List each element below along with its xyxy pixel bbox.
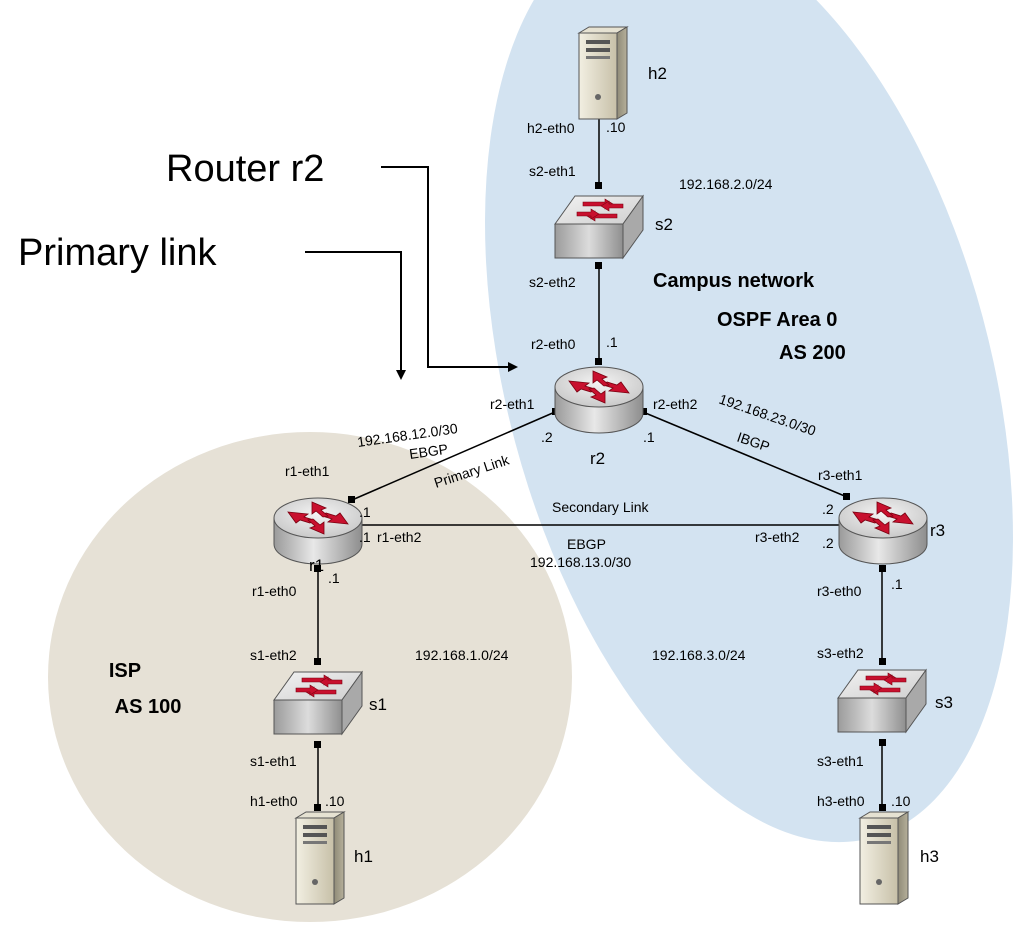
- s3-name: s3: [935, 693, 953, 712]
- addr-h3: .10: [891, 793, 911, 809]
- router-icon: [838, 497, 928, 565]
- subnet-h3: 192.168.3.0/24: [652, 647, 746, 663]
- if-r3-eth2: r3-eth2: [755, 529, 800, 545]
- campus-network-zone: [485, 0, 1013, 843]
- host-h3[interactable]: [859, 811, 909, 905]
- addr-r3-eth0: .1: [891, 576, 903, 592]
- addr-r2-eth0: .1: [606, 334, 618, 350]
- addr-r3-eth1: .2: [822, 501, 834, 517]
- host-h2[interactable]: [578, 26, 628, 120]
- server-icon: [578, 26, 628, 120]
- r1-name: r1: [309, 556, 324, 575]
- h2-name: h2: [648, 64, 667, 83]
- router-r2[interactable]: [554, 366, 644, 434]
- host-h1[interactable]: [295, 811, 345, 905]
- addr-r1-eth1: .1: [359, 504, 371, 520]
- if-r3-eth1: r3-eth1: [818, 467, 863, 483]
- h3-name: h3: [920, 847, 939, 866]
- switch-icon: [273, 671, 363, 735]
- if-r2-eth1: r2-eth1: [490, 396, 535, 412]
- addr-r3-eth2: .2: [822, 535, 834, 551]
- addr-r1-eth2: .1: [359, 529, 371, 545]
- link-primary-r1-r2: [351, 411, 556, 501]
- s1-name: s1: [369, 695, 387, 714]
- if-r2-eth0: r2-eth0: [531, 336, 576, 352]
- switch-s3[interactable]: [837, 669, 927, 733]
- router-r2-annotation: Router r2: [166, 148, 324, 190]
- campus-as-label: AS 200: [779, 342, 846, 364]
- addr-r1-eth0: .1: [328, 570, 340, 586]
- r2-name: r2: [590, 449, 605, 468]
- links: [317, 116, 883, 808]
- switch-icon: [554, 195, 644, 259]
- if-s2-eth2: s2-eth2: [529, 274, 576, 290]
- annotation-arrows: [305, 166, 518, 380]
- switch-s2[interactable]: [554, 195, 644, 259]
- router-icon: [273, 497, 363, 565]
- if-r1-eth1: r1-eth1: [285, 463, 330, 479]
- router-r2-callout-arrow: [381, 166, 518, 372]
- switch-s1[interactable]: [273, 671, 363, 735]
- router-r3[interactable]: [838, 497, 928, 565]
- ospf-area-label: OSPF Area 0: [717, 309, 837, 331]
- subnet-r1-r3: 192.168.13.0/30: [530, 554, 631, 570]
- h1-name: h1: [354, 847, 373, 866]
- r3-name: r3: [930, 521, 945, 540]
- switch-icon: [837, 669, 927, 733]
- if-s3-eth2: s3-eth2: [817, 645, 864, 661]
- if-s2-eth1: s2-eth1: [529, 163, 576, 179]
- if-h2-eth0: h2-eth0: [527, 120, 575, 136]
- server-icon: [859, 811, 909, 905]
- ebgp-primary-label: EBGP: [408, 441, 449, 462]
- router-icon: [554, 366, 644, 434]
- isp-title: ISP: [109, 660, 141, 682]
- if-s1-eth1: s1-eth1: [250, 753, 297, 769]
- secondary-link-label: Secondary Link: [552, 499, 650, 515]
- link-r2-r3: [642, 411, 848, 498]
- if-r2-eth2: r2-eth2: [653, 396, 698, 412]
- subnet-h1: 192.168.1.0/24: [415, 647, 509, 663]
- primary-link-annotation: Primary link: [18, 232, 217, 274]
- if-r3-eth0: r3-eth0: [817, 583, 862, 599]
- primary-link-callout-arrow: [305, 251, 406, 380]
- addr-h1: .10: [325, 793, 345, 809]
- if-h1-eth0: h1-eth0: [250, 793, 298, 809]
- addr-r2-eth2: .1: [643, 429, 655, 445]
- if-s3-eth1: s3-eth1: [817, 753, 864, 769]
- if-r1-eth2: r1-eth2: [377, 529, 422, 545]
- server-icon: [295, 811, 345, 905]
- isp-as-label: AS 100: [115, 696, 182, 718]
- router-r1[interactable]: [273, 497, 363, 565]
- addr-r2-eth1: .2: [541, 429, 553, 445]
- addr-h2: .10: [606, 119, 626, 135]
- s2-name: s2: [655, 215, 673, 234]
- if-s1-eth2: s1-eth2: [250, 647, 297, 663]
- if-r1-eth0: r1-eth0: [252, 583, 297, 599]
- subnet-h2: 192.168.2.0/24: [679, 176, 773, 192]
- ebgp-secondary-label: EBGP: [567, 536, 606, 552]
- if-h3-eth0: h3-eth0: [817, 793, 865, 809]
- campus-network-title: Campus network: [653, 270, 815, 292]
